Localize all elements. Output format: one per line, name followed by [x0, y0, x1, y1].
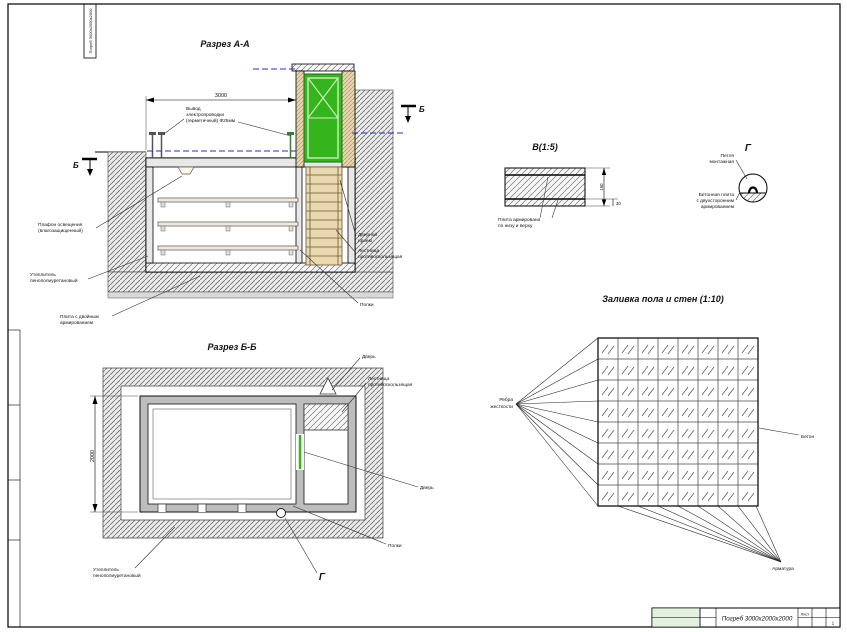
shaft-cap — [291, 63, 355, 72]
sheet-frame — [7, 3, 841, 628]
callout-shelves-plan: Полки — [388, 543, 402, 549]
callout-hinge: Петля — [721, 153, 735, 159]
callout-plate: Бетонная плита — [699, 192, 735, 198]
floor-slab — [145, 262, 356, 273]
cut-mark-b-right: Б — [401, 104, 425, 123]
svg-text:пенополиуретановый: пенополиуретановый — [30, 277, 78, 284]
svg-text:жесткости: жесткости — [490, 405, 513, 410]
callout-slab: Плита с двойным — [60, 313, 99, 320]
dim-30-value: 30 — [616, 201, 621, 206]
svg-text:по низу и верху: по низу и верху — [498, 224, 533, 229]
main-room — [147, 403, 297, 505]
shaft-wall-right — [341, 70, 356, 168]
svg-text:противоскользящая: противоскользящая — [368, 383, 413, 388]
svg-text:(влагозащищенный): (влагозащищенный) — [38, 227, 83, 234]
dim-3000-value: 3000 — [215, 93, 227, 99]
dim-2000-value: 2000 — [90, 450, 96, 462]
dim-150-value: 150 — [599, 183, 604, 191]
section-b-title: Разрез Б-Б — [208, 342, 258, 352]
svg-text:проем: проем — [358, 239, 372, 244]
cut-letter-b: Б — [419, 105, 425, 114]
callout-doorway: Дверной — [358, 231, 377, 238]
callout-insulation: Утеплитель — [30, 272, 56, 278]
title-block: Погреб 3000х2000х2000 Лист 1 — [651, 607, 841, 628]
titleblock-sheet-number: 1 — [832, 621, 835, 626]
shelves — [157, 197, 299, 256]
svg-text:с двухсторонним: с двухсторонним — [696, 199, 734, 204]
svg-text:армированием: армированием — [60, 321, 93, 326]
svg-text:монтажная: монтажная — [709, 160, 734, 165]
callout-ladder-plan: Лестница — [368, 376, 389, 382]
left-wall — [145, 166, 154, 264]
earth-ring — [102, 367, 384, 539]
reference-dashed-lines — [147, 68, 406, 152]
callout-slab-rebar: Плита армирована — [498, 217, 541, 223]
rebar-fan — [617, 505, 782, 563]
detail-g: Г Петля монтажная Бетонная плита с двухс… — [696, 143, 768, 210]
cut-letter-b: Б — [73, 161, 79, 170]
ceiling-lamp — [177, 166, 195, 175]
callout-door-right: Дверь — [420, 485, 434, 491]
callout-wiring: Вывод — [186, 106, 201, 112]
svg-text:пенополиуретановый: пенополиуретановый — [93, 572, 141, 579]
detail-v: В(1:5) 150 30 Плита армирована по низу и… — [498, 142, 621, 229]
svg-text:(герметичный) Ф25мм: (герметичный) Ф25мм — [186, 117, 235, 124]
svg-text:армированием: армированием — [701, 205, 734, 210]
svg-text:электропроводки: электропроводки — [186, 113, 224, 118]
section-a-title: Разрез А-А — [200, 39, 249, 49]
earth-right — [354, 89, 394, 273]
detail-g-marker — [276, 508, 286, 518]
ladder — [305, 166, 343, 266]
callout-lamp: Плафон освещения — [38, 222, 83, 228]
titleblock-doc-name: Погреб 3000х2000х2000 — [722, 616, 793, 623]
callout-insulation-plan: Утеплитель — [93, 567, 119, 573]
detail-v-title: В(1:5) — [532, 142, 558, 152]
mounting-loop — [747, 186, 759, 194]
section-a: Разрез А-А — [30, 39, 425, 326]
section-a-callouts: Вывод электропроводки (герметичный) Ф25м… — [30, 106, 403, 326]
shaft-wall-left — [295, 70, 305, 168]
cut-mark-b-left: Б — [73, 157, 97, 176]
callout-rebar: Арматура — [772, 566, 794, 572]
callout-door-top: Дверь — [362, 354, 376, 360]
pour-title: Заливка пола и стен (1:10) — [602, 294, 724, 304]
detail-circle-content — [739, 192, 767, 202]
shelf-brackets — [157, 503, 247, 512]
section-b: Разрез Б-Б Г 2000 Дверь — [90, 342, 434, 583]
callout-ribs: Ребра — [499, 397, 513, 403]
callout-concrete: Бетон — [801, 434, 814, 440]
gravel-base — [107, 291, 394, 299]
conduit-pipes — [149, 132, 294, 158]
rebar-grid — [597, 337, 759, 507]
titleblock-sheet-label: Лист — [801, 612, 810, 617]
door-glazing-cross — [307, 77, 339, 119]
dim-2000: 2000 — [90, 395, 138, 513]
right-wall — [347, 166, 356, 264]
earth-left — [107, 151, 147, 273]
detail-g-letter: Г — [319, 572, 326, 583]
pour-scheme: Заливка пола и стен (1:10) Ребра жесткос… — [490, 294, 814, 572]
ladder-plan — [303, 403, 349, 431]
earth-bottom — [107, 271, 394, 293]
doc-name-rotated: Погреб 3000х2000х2000 — [88, 8, 93, 54]
wall-shelves-line — [152, 408, 292, 500]
callout-ladder: Лестница — [358, 248, 379, 254]
detail-g-title: Г — [745, 143, 752, 154]
section-b-callouts: Дверь Лестница противоскользящая Дверь П… — [93, 354, 434, 579]
ribs-fan — [515, 337, 599, 507]
doc-name-stamp: Погреб 3000х2000х2000 — [83, 3, 97, 59]
svg-text:противоскользящая: противоскользящая — [358, 255, 403, 260]
callout-shelves: Полки — [360, 302, 374, 308]
slab-section — [504, 167, 586, 207]
dim-3000: 3000 — [145, 93, 296, 150]
